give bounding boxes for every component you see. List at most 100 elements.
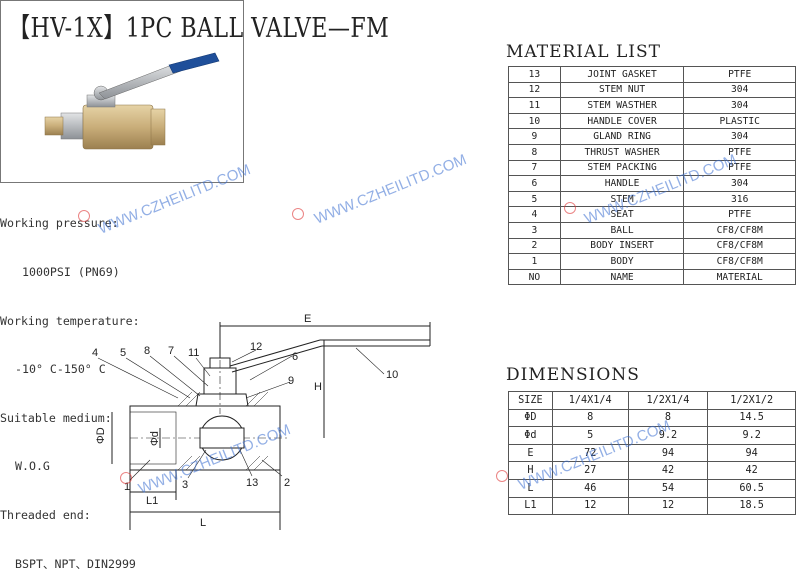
dimension-value: 14.5 [707, 408, 796, 428]
dim-label-L: L [200, 517, 206, 529]
material-name: THRUST WASHER [559, 143, 685, 161]
watermark-logo [292, 208, 304, 220]
material-no: 13 [508, 66, 561, 83]
callout-9: 9 [288, 375, 294, 387]
spec-end-value: BSPT、NPT、DIN2999 [15, 556, 136, 571]
spec-medium-label: Suitable medium: [0, 410, 112, 425]
material-no: NO [508, 268, 561, 286]
material-name: STEM WASTHER [559, 97, 685, 114]
product-photo [0, 0, 244, 183]
material-no: 3 [508, 221, 561, 239]
callout-13: 13 [246, 477, 258, 489]
dimension-value: 60.5 [707, 478, 796, 498]
material-no: 10 [508, 112, 561, 130]
material-name: HANDLE COVER [559, 112, 685, 130]
spec-temperature-value: -10° C-150° C [15, 362, 106, 377]
dimension-value: 8 [551, 408, 629, 428]
material-no: 4 [508, 206, 561, 223]
callout-8: 8 [144, 345, 150, 357]
material-value: MATERIAL [683, 268, 796, 286]
dimension-value: 12 [551, 496, 629, 516]
dim-label-H: H [314, 381, 322, 393]
spec-temperature-label: Working temperature: [0, 313, 140, 328]
material-no: 2 [508, 237, 561, 255]
material-no: 8 [508, 143, 561, 161]
callout-6: 6 [292, 351, 298, 363]
dimension-value: 94 [627, 443, 709, 463]
dim-label-E: E [304, 313, 311, 325]
dimension-value: 46 [551, 478, 629, 498]
material-name: GLAND RING [559, 128, 685, 145]
dimension-value: 54 [627, 478, 709, 498]
material-name: BODY [559, 253, 685, 270]
dimension-value: 9.2 [707, 426, 796, 445]
valve-section-drawing: 4 5 8 7 11 12 6 9 10 1 3 13 2 E H L L1 Φ… [92, 313, 431, 530]
dim-label-d: Φd [149, 431, 161, 446]
material-no: 1 [508, 253, 561, 270]
dimensions-title: DIMENSIONS [506, 365, 640, 385]
dimensions-header-cell: 1/2X1/2 [707, 391, 796, 410]
material-name: STEM NUT [559, 81, 685, 99]
dimension-symbol: L1 [508, 496, 553, 516]
watermark-logo [564, 202, 576, 214]
watermark-logo [496, 470, 508, 482]
dimensions-header-cell: 1/4X1/4 [551, 391, 629, 410]
material-name: NAME [559, 268, 685, 286]
dimension-value: 12 [627, 496, 709, 516]
material-list-title: MATERIAL LIST [506, 42, 661, 62]
spec-pressure-value: 1000PSI (PN69) [22, 265, 120, 280]
dimension-value: 42 [707, 461, 796, 480]
dimensions-header-cell: SIZE [508, 391, 553, 410]
material-value: PTFE [683, 66, 796, 83]
material-name: BALL [559, 221, 685, 239]
spec-pressure-label: Working pressure: [0, 216, 119, 231]
callout-7: 7 [168, 345, 174, 357]
watermark-logo [78, 210, 90, 222]
dimension-symbol: ΦD [508, 408, 553, 428]
callout-12: 12 [250, 341, 262, 353]
material-no: 11 [508, 97, 561, 114]
callout-4: 4 [92, 347, 98, 359]
material-no: 12 [508, 81, 561, 99]
dimension-value: 94 [707, 443, 796, 463]
material-value: PTFE [683, 143, 796, 161]
spec-medium-value: W.O.G [15, 459, 50, 474]
material-value: PLASTIC [683, 112, 796, 130]
material-name: JOINT GASKET [559, 66, 685, 83]
dimension-symbol: E [508, 443, 553, 463]
spec-end-label: Threaded end: [0, 508, 91, 523]
dimension-value: 18.5 [707, 496, 796, 516]
dimension-symbol: Φd [508, 426, 553, 445]
callout-11: 11 [188, 347, 199, 359]
callout-1: 1 [124, 481, 130, 493]
material-value: CF8/CF8M [683, 237, 796, 255]
material-value: 316 [683, 190, 796, 208]
material-value: CF8/CF8M [683, 221, 796, 239]
ball-valve-image [44, 52, 220, 150]
dim-label-L1: L1 [146, 495, 158, 507]
material-value: CF8/CF8M [683, 253, 796, 270]
dim-label-D: ΦD [95, 427, 107, 444]
material-no: 5 [508, 190, 561, 208]
material-name: STEM PACKING [559, 159, 685, 177]
